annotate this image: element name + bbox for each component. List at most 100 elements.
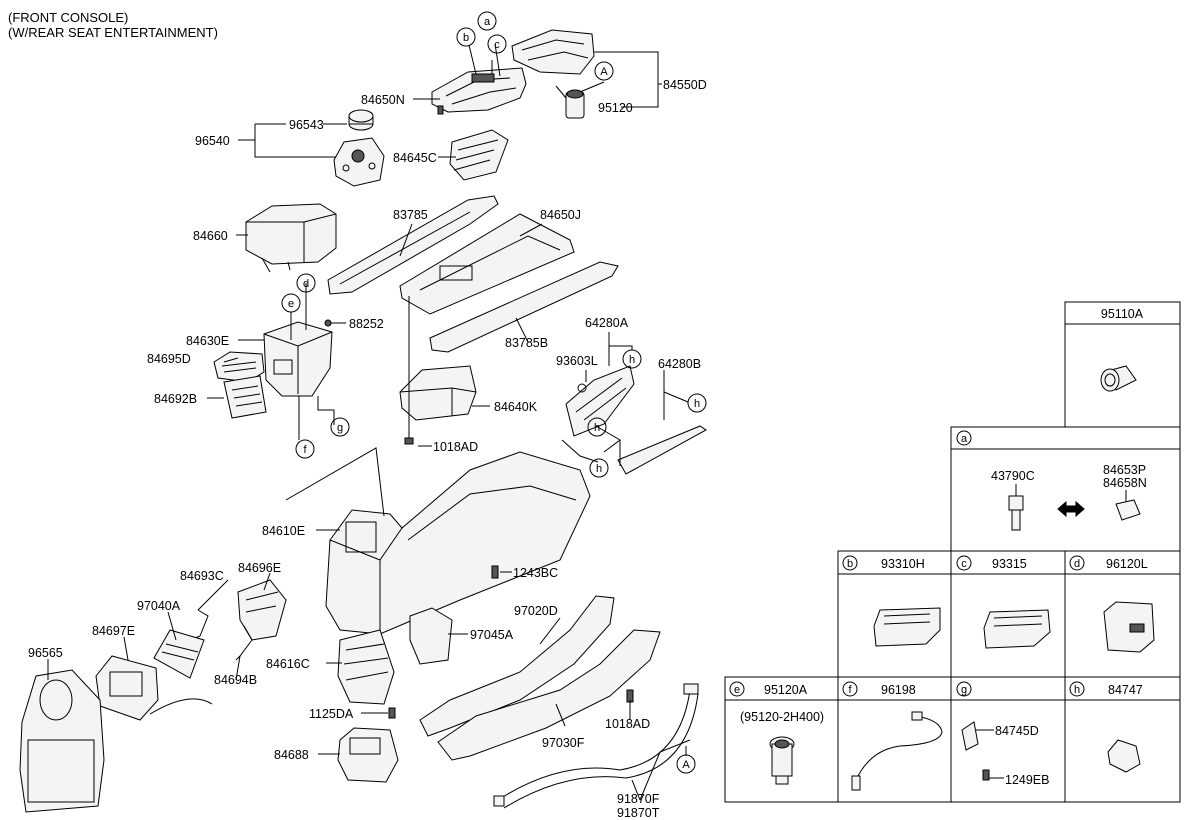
label-1018AD-bottom: 1018AD bbox=[605, 717, 650, 731]
legend-f-part: 96198 bbox=[881, 683, 916, 697]
legend-h-letter: h bbox=[1074, 684, 1080, 696]
label-97045A: 97045A bbox=[470, 628, 514, 642]
label-84616C: 84616C bbox=[266, 657, 310, 671]
label-97030F: 97030F bbox=[542, 736, 585, 750]
legend-a-right-part-2: 84658N bbox=[1103, 476, 1147, 490]
label-83785: 83785 bbox=[393, 208, 428, 222]
callout-A-bottom: A bbox=[682, 759, 690, 771]
label-84650J: 84650J bbox=[540, 208, 581, 222]
legend-c-part: 93315 bbox=[992, 557, 1027, 571]
header-line-2: (W/REAR SEAT ENTERTAINMENT) bbox=[8, 25, 218, 40]
label-1125DA: 1125DA bbox=[309, 707, 354, 721]
label-96543: 96543 bbox=[289, 118, 324, 132]
legend-cell-h bbox=[1064, 676, 1181, 803]
harness-91870F-drawing bbox=[493, 683, 699, 809]
strip-83785B-drawing bbox=[429, 261, 619, 353]
label-97040A: 97040A bbox=[137, 599, 181, 613]
label-84692B: 84692B bbox=[154, 392, 197, 406]
legend-g-drawing bbox=[961, 721, 1004, 781]
legend-a-drawing bbox=[1008, 484, 1141, 531]
label-84610E: 84610E bbox=[262, 524, 305, 538]
screw-1125DA-drawing bbox=[388, 707, 396, 719]
clip-88252-drawing bbox=[324, 319, 346, 327]
legend-95110A-title: 95110A bbox=[1101, 307, 1144, 321]
screw-1018AD-top-drawing bbox=[404, 296, 414, 445]
duct-97020D-drawing bbox=[419, 595, 615, 737]
legend-f-letter: f bbox=[848, 684, 852, 696]
label-84660: 84660 bbox=[193, 229, 228, 243]
callout-A-top: A bbox=[600, 66, 608, 78]
label-88252: 88252 bbox=[349, 317, 384, 331]
callout-f-main: f bbox=[303, 444, 307, 456]
label-84694B: 84694B bbox=[214, 673, 257, 687]
duct-97030F-drawing bbox=[437, 629, 661, 761]
armrest-84660-drawing bbox=[245, 203, 337, 273]
label-1018AD-top: 1018AD bbox=[433, 440, 478, 454]
screen-96565-drawing bbox=[19, 669, 105, 813]
bezel-84650N-drawing bbox=[431, 67, 527, 115]
control-84550D-drawing bbox=[511, 29, 595, 75]
part-labels: 84650N 84550D 95120 96543 96540 84645C 8… bbox=[28, 78, 707, 820]
panel-64280A-drawing bbox=[565, 365, 635, 437]
label-95120: 95120 bbox=[598, 101, 633, 115]
bracket-84645C-drawing bbox=[449, 129, 509, 181]
callout-h-3: h bbox=[594, 422, 600, 434]
controller-96540-drawing bbox=[333, 137, 385, 187]
vent-84695D-drawing bbox=[213, 351, 265, 383]
callout-d-main: d bbox=[303, 278, 309, 290]
bracket-84694B-drawing bbox=[235, 625, 253, 661]
label-64280A: 64280A bbox=[585, 316, 629, 330]
legend-g-part-2: 1249EB bbox=[1005, 773, 1049, 787]
label-97020D: 97020D bbox=[514, 604, 558, 618]
label-84650N: 84650N bbox=[361, 93, 405, 107]
label-84697E: 84697E bbox=[92, 624, 135, 638]
legend-d-part: 96120L bbox=[1106, 557, 1148, 571]
trim-83785-drawing bbox=[327, 195, 499, 295]
legend-h-part: 84747 bbox=[1108, 683, 1143, 697]
legend-b-drawing bbox=[873, 607, 941, 647]
panel-64280B-drawing bbox=[617, 425, 707, 475]
header-line-1: (FRONT CONSOLE) bbox=[8, 10, 128, 25]
callout-h-2: h bbox=[694, 398, 700, 410]
label-84550D: 84550D bbox=[663, 78, 707, 92]
callout-circles: a b c A d e g f h h h h A bbox=[281, 11, 707, 774]
callout-g-main: g bbox=[337, 422, 343, 434]
callout-c-top: c bbox=[494, 39, 500, 51]
legend-h-drawing bbox=[1107, 739, 1141, 773]
panel-84697E-drawing bbox=[95, 655, 213, 721]
panel-84650J-drawing bbox=[399, 213, 575, 315]
label-64280B: 64280B bbox=[658, 357, 701, 371]
label-84688: 84688 bbox=[274, 748, 309, 762]
housing-84630E-drawing bbox=[263, 321, 333, 397]
legend-e-note: (95120-2H400) bbox=[740, 710, 824, 724]
legend-b-letter: b bbox=[847, 558, 853, 570]
legend-c-letter: c bbox=[961, 558, 967, 570]
module-84688-drawing bbox=[337, 727, 399, 783]
label-84630E: 84630E bbox=[186, 334, 229, 348]
bracket-84696E-drawing bbox=[237, 579, 287, 641]
legend-d-drawing bbox=[1103, 601, 1155, 653]
screw-1243BC-drawing bbox=[491, 565, 499, 579]
socket-95120-drawing bbox=[555, 85, 585, 119]
label-84696E: 84696E bbox=[238, 561, 281, 575]
knob-96543-drawing bbox=[348, 109, 374, 131]
callout-h-1: h bbox=[629, 354, 635, 366]
legend-e-part: 95120A bbox=[764, 683, 808, 697]
legend-f-drawing bbox=[851, 711, 943, 791]
callout-b-top: b bbox=[463, 32, 469, 44]
label-84695D: 84695D bbox=[147, 352, 191, 366]
legend-c-drawing bbox=[983, 609, 1051, 649]
label-91870F: 91870F bbox=[617, 792, 660, 806]
callout-h-4: h bbox=[596, 463, 602, 475]
legend-table: 95110A a 43790C 84653P 84658N b 93310H bbox=[724, 301, 1181, 803]
legend-g-part-1: 84745D bbox=[995, 724, 1039, 738]
leader-lines bbox=[47, 43, 691, 801]
bin-84640K-drawing bbox=[399, 365, 477, 421]
vent-97040A-drawing bbox=[153, 629, 205, 679]
legend-d-letter: d bbox=[1074, 558, 1080, 570]
callout-e-main: e bbox=[288, 298, 294, 310]
legend-a-right-part-1: 84653P bbox=[1103, 463, 1146, 477]
legend-b-part: 93310H bbox=[881, 557, 925, 571]
label-84645C: 84645C bbox=[393, 151, 437, 165]
